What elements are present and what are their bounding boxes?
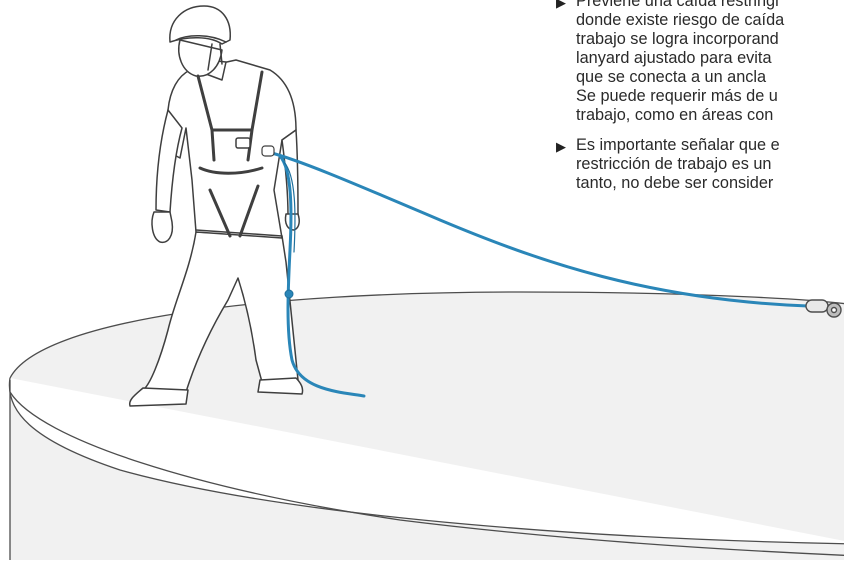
bullet-text-line: Se puede requerir más de u	[576, 87, 778, 105]
bullet-text-line: tanto, no debe ser consider	[576, 174, 774, 192]
anchor-carabiner-icon	[805, 299, 842, 318]
info-bullet-list: ▶ Previene una caída restringi donde exi…	[556, 0, 844, 204]
bullet-text-line: que se conecta a un ancla	[576, 68, 767, 86]
restraint-lanyard	[261, 145, 810, 398]
bullet-item-restriction: ▶ Previene una caída restringi donde exi…	[556, 0, 844, 125]
platform-rim	[9, 291, 844, 379]
harness-straps	[196, 70, 264, 238]
bullet-text-line: Es importante señalar que e	[576, 136, 780, 154]
bullet-text-line: trabajo se logra incorporand	[576, 30, 779, 48]
roof-platform	[8, 291, 844, 560]
bullet-text-line: Previene una caída restringi	[576, 0, 779, 10]
worker-figure	[128, 5, 304, 407]
helmet-strap	[207, 43, 223, 71]
hanging-rope-shadow	[283, 161, 296, 253]
platform-wall-lower	[9, 380, 844, 560]
lanyard-rope	[266, 150, 810, 308]
triangle-right-icon: ▶	[556, 0, 566, 10]
bullet-text-line: lanyard ajustado para evita	[576, 49, 772, 67]
lanyard-connector	[261, 145, 275, 157]
harness-buckle	[235, 137, 251, 149]
carabiner	[805, 299, 829, 313]
bullet-item-note: ▶ Es importante señalar que e restricció…	[556, 136, 844, 193]
bullet-text-line: donde existe riesgo de caída	[576, 11, 785, 29]
bullet-text-line: restricción de trabajo es un	[576, 155, 772, 173]
platform-front-edge	[8, 377, 844, 545]
anchor-ring-hole	[830, 306, 838, 314]
worker-helmet	[169, 5, 231, 45]
worker-torso	[164, 59, 297, 239]
rope-knot	[284, 289, 294, 299]
helmet-brim-line	[175, 35, 227, 43]
worker-left-hand	[151, 211, 174, 244]
worker-left-arm	[155, 109, 183, 213]
worker-belt	[195, 229, 283, 237]
platform-top	[10, 292, 844, 560]
hanging-rope	[278, 154, 366, 398]
worker-right-boot	[257, 377, 304, 395]
bullet-text-line: trabajo, como en áreas con	[576, 106, 774, 124]
triangle-right-icon: ▶	[556, 139, 566, 154]
worker-left-boot	[128, 387, 189, 407]
worker-pants	[142, 231, 299, 393]
